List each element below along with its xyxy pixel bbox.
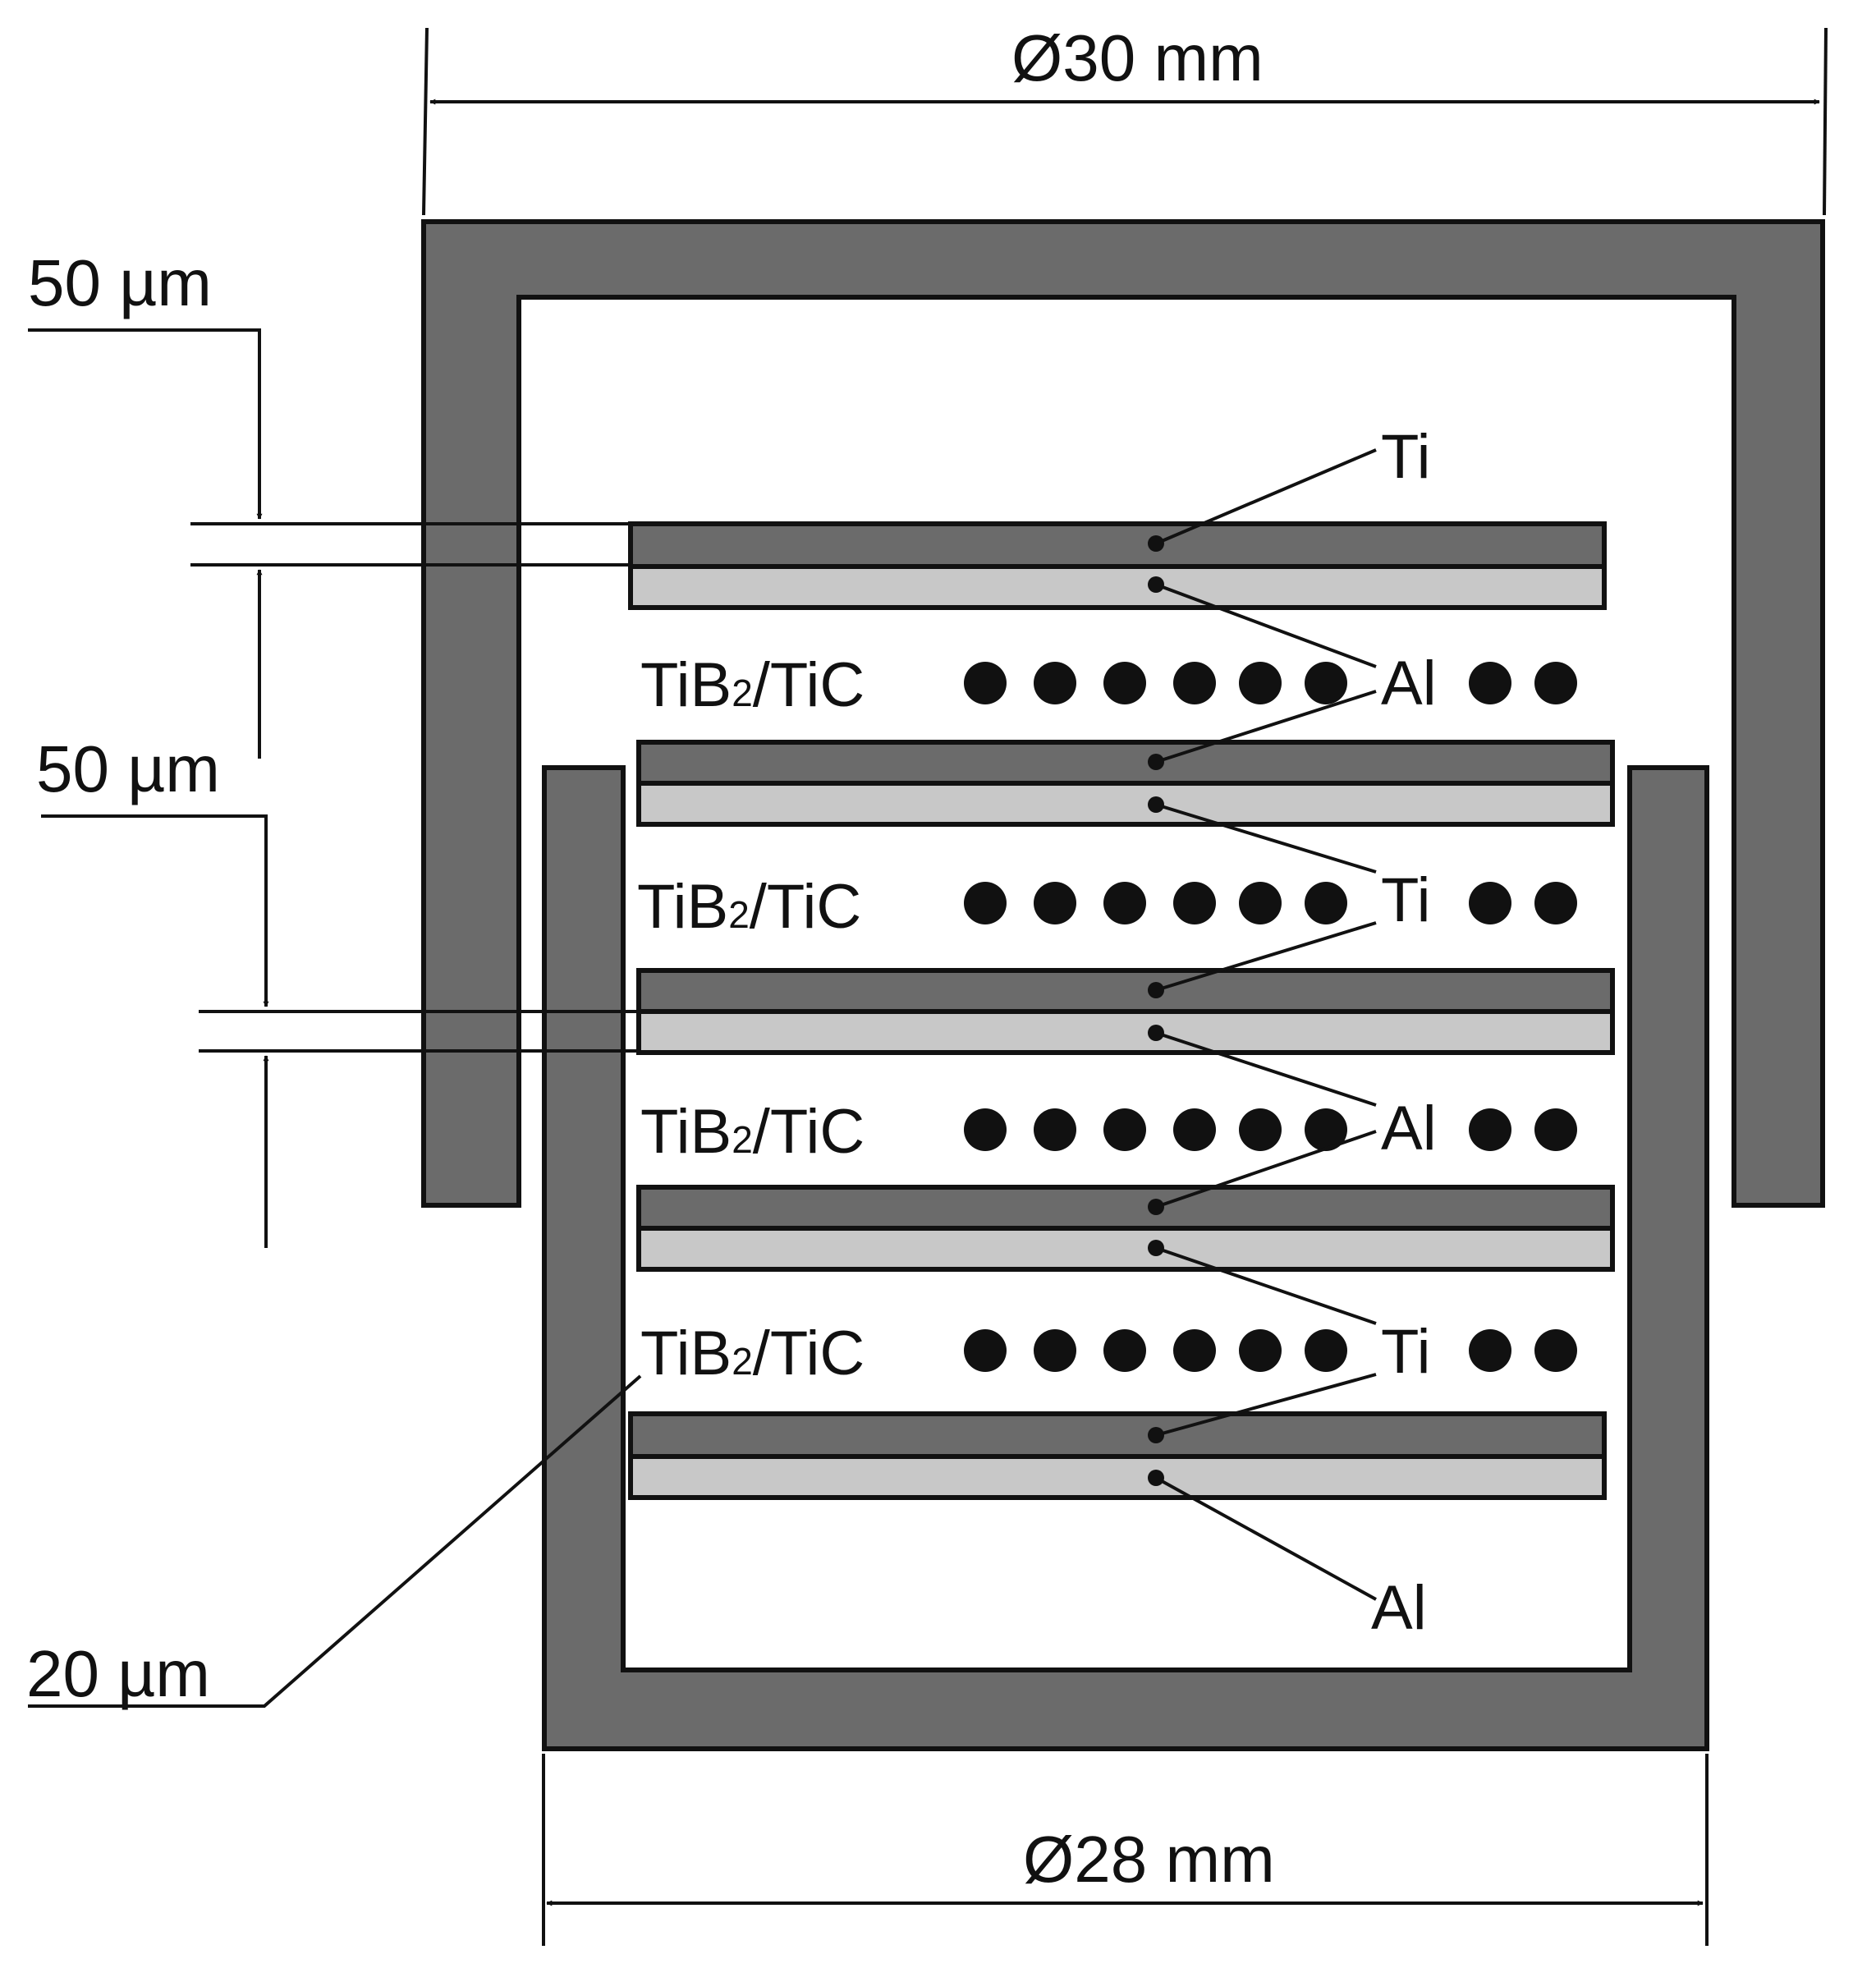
al-foil bbox=[636, 1226, 1615, 1272]
powder-label-3: TiB2/TiC bbox=[640, 1097, 865, 1167]
ti-foil bbox=[636, 1185, 1615, 1231]
outer-die bbox=[421, 219, 1825, 1208]
powder-dots-row-3 bbox=[964, 1108, 1577, 1151]
powder-dots-row-2 bbox=[964, 882, 1577, 924]
inner-diameter-dimension bbox=[542, 1754, 1709, 1946]
label-ti-3: Ti bbox=[1381, 1317, 1431, 1387]
powder-layer-label: 20 µm bbox=[26, 1637, 210, 1710]
foil-thickness-top-label: 50 µm bbox=[28, 246, 212, 319]
foil-thickness-middle-dimension bbox=[41, 814, 639, 1248]
foil-thickness-top-dimension bbox=[28, 328, 631, 759]
powder-dots-row-1 bbox=[964, 662, 1577, 704]
al-foil bbox=[636, 781, 1615, 827]
al-foil bbox=[636, 1009, 1615, 1055]
foil-stack-1 bbox=[628, 521, 1607, 610]
callout-leaders bbox=[1155, 448, 1377, 1601]
ti-foil bbox=[636, 740, 1615, 786]
callout-tip-dots bbox=[1148, 535, 1164, 1486]
inner-diameter-label: Ø28 mm bbox=[1023, 1823, 1275, 1896]
powder-layer-leader bbox=[28, 1374, 642, 1708]
ti-foil bbox=[636, 968, 1615, 1014]
label-ti-1: Ti bbox=[1381, 422, 1431, 492]
powder-label-2: TiB2/TiC bbox=[637, 872, 861, 942]
foil-stack-2 bbox=[636, 740, 1615, 827]
powder-dots-row-4 bbox=[964, 1329, 1577, 1372]
label-al-1: Al bbox=[1381, 649, 1437, 718]
foil-stack-4 bbox=[636, 1185, 1615, 1272]
foil-stack-3 bbox=[636, 968, 1615, 1055]
al-foil bbox=[628, 1454, 1607, 1500]
ti-foil bbox=[628, 1411, 1607, 1459]
foil-stack-5 bbox=[628, 1411, 1607, 1500]
label-al-3: Al bbox=[1371, 1573, 1427, 1643]
al-foil bbox=[628, 564, 1607, 610]
inner-die bbox=[542, 765, 1709, 1751]
foil-thickness-middle-label: 50 µm bbox=[36, 732, 220, 805]
outer-diameter-label: Ø30 mm bbox=[1011, 21, 1264, 94]
label-ti-2: Ti bbox=[1381, 865, 1431, 935]
label-al-2: Al bbox=[1381, 1094, 1437, 1163]
powder-label-4: TiB2/TiC bbox=[640, 1319, 865, 1388]
ti-foil bbox=[628, 521, 1607, 569]
powder-label-1: TiB2/TiC bbox=[640, 650, 865, 720]
outer-diameter-dimension bbox=[422, 27, 1828, 216]
